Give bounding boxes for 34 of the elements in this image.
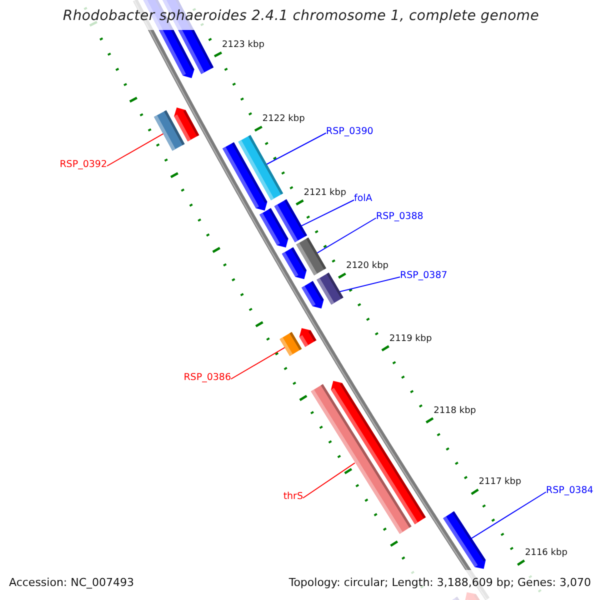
leader-line [106, 133, 164, 166]
gene-bar [310, 384, 412, 534]
tick-label: 2123 kbp [222, 40, 264, 51]
leader-line [471, 492, 546, 539]
gene-label: RSP_0392 [60, 159, 107, 171]
gene-bar [316, 272, 344, 305]
tick-label: 2116 kbp [525, 548, 568, 560]
leader-line [339, 276, 400, 292]
gene-feature [443, 511, 486, 569]
gene-bar [296, 238, 326, 276]
tick-label: 2120 kbp [346, 261, 388, 272]
gene-bar [154, 110, 185, 151]
leader-line [316, 218, 376, 254]
tick-label: 2118 kbp [434, 406, 476, 417]
leader-line [266, 132, 326, 165]
tick-label: 2117 kbp [478, 477, 522, 488]
gene-label: thrS [283, 491, 303, 503]
gene-label: RSP_0390 [326, 126, 374, 138]
tick-label: 2121 kbp [304, 188, 346, 199]
leader-line [301, 200, 354, 226]
genome-stats-text: Topology: circular; Length: 3,188,609 bp; Genes: 3,070 [288, 576, 591, 590]
gene-label: RSP_0386 [184, 372, 231, 384]
gene-label: RSP_0388 [376, 211, 424, 223]
leader-line [230, 347, 286, 380]
gene-label: folA [354, 193, 372, 205]
tick-label: 2119 kbp [389, 334, 432, 345]
gene-bar [280, 332, 302, 356]
leader-line [302, 462, 356, 498]
accession-text: Accession: NC_007493 [9, 576, 134, 590]
gene-bar [274, 199, 308, 242]
gene-label: RSP_0387 [400, 270, 448, 282]
tick-label: 2122 kbp [262, 114, 305, 126]
gene-label: RSP_0384 [546, 485, 594, 497]
gene-bar [238, 135, 284, 200]
